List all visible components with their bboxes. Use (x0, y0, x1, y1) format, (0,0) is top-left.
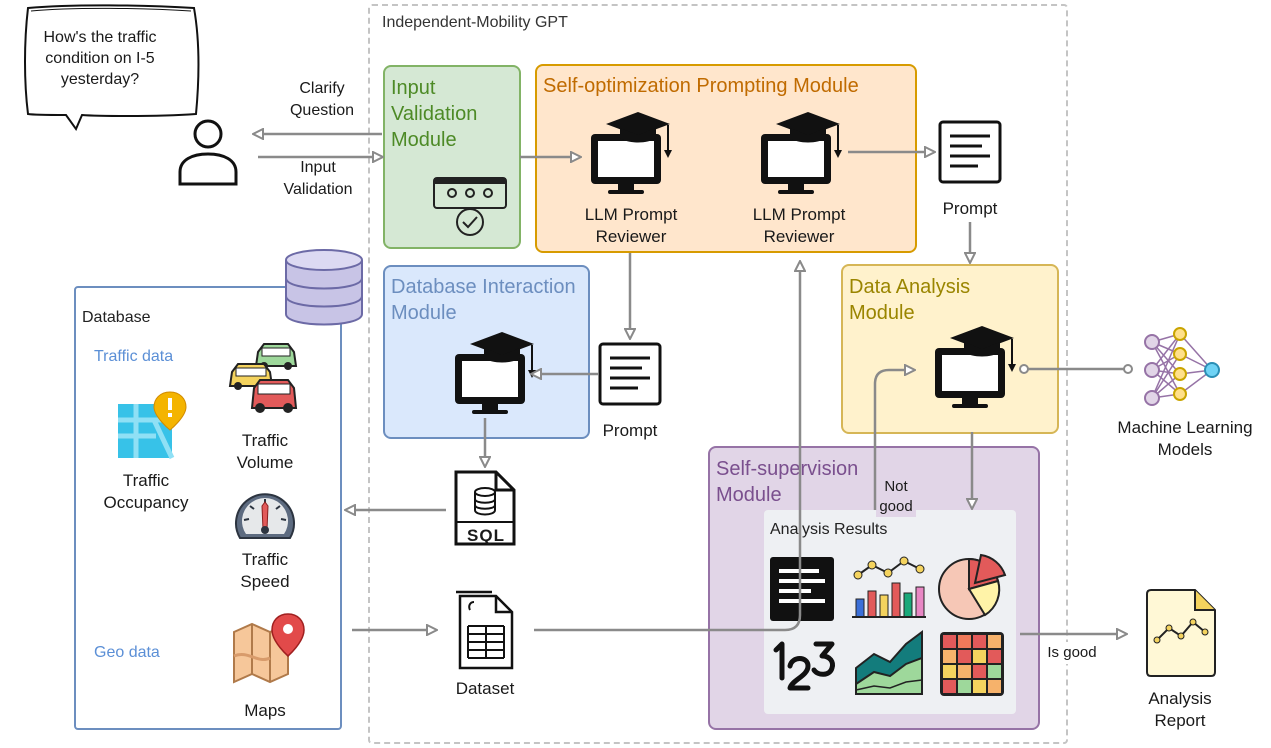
data-analysis-title: Data Analysis Module (849, 276, 971, 324)
traffic-volume-label: Traffic Volume (236, 431, 294, 472)
independent-mobility-gpt-container (368, 4, 1068, 744)
prompt-top-label: Prompt (942, 199, 998, 218)
analysis-report-label: Analysis Report (1148, 689, 1212, 730)
bar-chart-icon (852, 556, 926, 618)
area-chart-icon (855, 630, 923, 695)
user-question: How's the traffic condition on I-5 yeste… (43, 29, 157, 88)
input-validation-label: Input Validation (283, 159, 353, 198)
sql-file-icon (454, 470, 516, 546)
validation-check-icon (433, 177, 507, 236)
self-optimization-title: Self-optimization Prompting Module (543, 75, 859, 97)
llm-computer-icon (935, 326, 1016, 408)
clarify-question-label: Clarify Question (289, 80, 355, 119)
speedometer-icon (235, 493, 295, 539)
pie-chart-icon (938, 553, 1007, 620)
maps-label: Maps (244, 701, 286, 720)
neural-network-icon (1144, 327, 1220, 406)
dataset-file-icon (456, 590, 514, 670)
map-pin-icon (233, 613, 305, 684)
database-title: Database (82, 309, 151, 326)
input-validation-title: Input Validation Module (391, 77, 478, 151)
traffic-data-section: Traffic data (94, 348, 174, 365)
llm-reviewer-1-label: LLM Prompt Reviewer (584, 205, 678, 246)
database-panel (74, 286, 342, 730)
geo-data-section: Geo data (94, 644, 160, 661)
llm-reviewer-2-label: LLM Prompt Reviewer (752, 205, 846, 246)
arrow-not-good-loop (873, 370, 914, 510)
llm-computer-icon (591, 112, 672, 194)
traffic-cars-icon (228, 343, 298, 413)
database-cylinder-icon (285, 249, 363, 326)
self-supervision-title: Self-supervision Module (716, 458, 859, 506)
database-interaction-title: Database Interaction Module (391, 276, 576, 324)
prompt-mid-label: Prompt (602, 421, 658, 440)
llm-computer-icon (455, 332, 536, 414)
traffic-occupancy-label: Traffic Occupancy (103, 471, 189, 512)
ml-models-label: Machine Learning Models (1117, 418, 1253, 459)
prompt-document-icon (598, 342, 662, 406)
arrow-dataset-to-self-opt-path (534, 262, 800, 632)
numbers-icon (773, 641, 835, 691)
prompt-document-icon (938, 120, 1002, 184)
heatmap-icon (940, 632, 1004, 696)
llm-computer-icon (761, 112, 842, 194)
user-icon (178, 119, 238, 186)
dataset-label: Dataset (455, 679, 515, 698)
analysis-report-icon (1146, 589, 1216, 677)
speech-bubble-icon (24, 4, 200, 132)
is-good-edge-label: Is good (1040, 642, 1104, 664)
container-title: Independent-Mobility GPT (382, 14, 568, 31)
sql-label: SQL (467, 526, 505, 545)
traffic-speed-label: Traffic Speed (240, 550, 290, 591)
input-validation-module (383, 65, 521, 249)
traffic-occupancy-icon (118, 391, 187, 460)
not-good-edge-label: Not good (876, 477, 916, 517)
